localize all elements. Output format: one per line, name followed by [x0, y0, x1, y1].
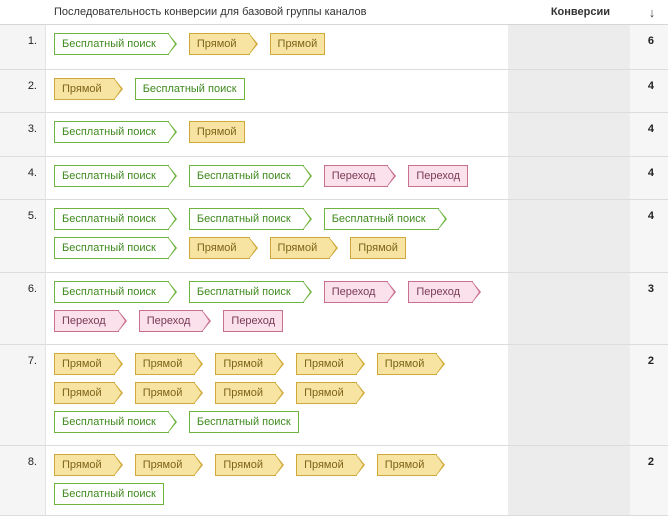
channel-chip-direct: Прямой: [350, 237, 406, 259]
table-row[interactable]: 4. Бесплатный поиск Бесплатный поиск Перехо…: [0, 157, 668, 200]
conversions-value: 4: [508, 200, 668, 272]
channel-chip-direct: Прямой: [54, 382, 123, 404]
conversion-path: Бесплатный поиск Прямой Прямой: [46, 25, 508, 69]
channel-chip-organic: Бесплатный поиск: [134, 78, 245, 100]
channel-chip-direct: Прямой: [188, 33, 258, 55]
table-row[interactable]: 1. Бесплатный поиск Прямой Прямой 6: [0, 25, 668, 70]
channel-chip-direct: Прямой: [54, 353, 123, 375]
channel-chip-direct: Прямой: [134, 382, 204, 404]
channel-chip-referral: Переход: [323, 281, 397, 303]
channel-chip-organic: Бесплатный поиск: [54, 281, 177, 303]
channel-chip-direct: Прямой: [54, 454, 123, 476]
row-index: 4.: [0, 157, 46, 199]
channel-chip-organic: Бесплатный поиск: [188, 281, 312, 303]
channel-chip-organic: Бесплатный поиск: [54, 33, 177, 55]
channel-chip-direct: Прямой: [54, 78, 123, 100]
row-index: 5.: [0, 200, 46, 272]
channel-chip-organic: Бесплатный поиск: [54, 121, 177, 143]
channel-chip-direct: Прямой: [215, 353, 284, 375]
row-index: 6.: [0, 273, 46, 344]
channel-chip-organic: Бесплатный поиск: [54, 208, 177, 230]
channel-chip-direct: Прямой: [188, 121, 245, 143]
channel-chip-direct: Прямой: [296, 454, 365, 476]
conversions-value: 6: [508, 25, 668, 69]
conversions-value: 2: [508, 446, 668, 515]
table-row[interactable]: 2. Прямой Бесплатный поиск 4: [0, 70, 668, 113]
channel-chip-direct: Прямой: [269, 33, 326, 55]
conversions-value: 2: [508, 345, 668, 445]
conversions-column-header[interactable]: Конверсии: [550, 6, 610, 18]
channel-chip-organic: Бесплатный поиск: [54, 165, 177, 187]
channel-chip-direct: Прямой: [215, 382, 284, 404]
channel-chip-organic: Бесплатный поиск: [323, 208, 447, 230]
channel-chip-direct: Прямой: [134, 353, 204, 375]
channel-chip-referral: Переход: [408, 165, 469, 187]
channel-chip-organic: Бесплатный поиск: [188, 411, 299, 433]
row-index: 1.: [0, 25, 46, 69]
row-index: 8.: [0, 446, 46, 515]
row-index: 3.: [0, 113, 46, 156]
conversions-value: 4: [508, 157, 668, 199]
channel-chip-organic: Бесплатный поиск: [54, 483, 164, 505]
channel-chip-direct: Прямой: [215, 454, 284, 476]
channel-chip-direct: Прямой: [269, 237, 338, 259]
channel-chip-organic: Бесплатный поиск: [188, 208, 312, 230]
channel-chip-direct: Прямой: [296, 353, 365, 375]
conversion-path: Прямой Бесплатный поиск: [46, 70, 508, 112]
channel-chip-organic: Бесплатный поиск: [188, 165, 312, 187]
conversions-value: 3: [508, 273, 668, 344]
channel-chip-direct: Прямой: [296, 382, 365, 404]
sort-arrow-icon[interactable]: ↓: [648, 4, 656, 20]
channel-chip-referral: Переход: [323, 165, 397, 187]
path-column-header[interactable]: Последовательность конверсии для базовой…: [54, 6, 367, 18]
channel-chip-direct: Прямой: [134, 454, 204, 476]
table-header: Последовательность конверсии для базовой…: [0, 0, 668, 25]
channel-chip-direct: Прямой: [188, 237, 258, 259]
conversion-path: Бесплатный поиск Бесплатный поиск Переход П…: [46, 157, 508, 199]
channel-chip-referral: Переход: [54, 310, 127, 332]
channel-chip-organic: Бесплатный поиск: [54, 237, 177, 259]
conversions-value: 4: [508, 113, 668, 156]
channel-chip-direct: Прямой: [376, 454, 446, 476]
channel-chip-referral: Переход: [223, 310, 284, 332]
row-index: 7.: [0, 345, 46, 445]
channel-chip-referral: Переход: [138, 310, 212, 332]
channel-chip-referral: Переход: [408, 281, 481, 303]
conversion-path: Бесплатный поиск Прямой: [46, 113, 508, 156]
row-index: 2.: [0, 70, 46, 112]
table-row[interactable]: 3. Бесплатный поиск Прямой 4: [0, 113, 668, 157]
channel-chip-direct: Прямой: [376, 353, 446, 375]
conversions-value: 4: [508, 70, 668, 112]
channel-chip-organic: Бесплатный поиск: [54, 411, 177, 433]
